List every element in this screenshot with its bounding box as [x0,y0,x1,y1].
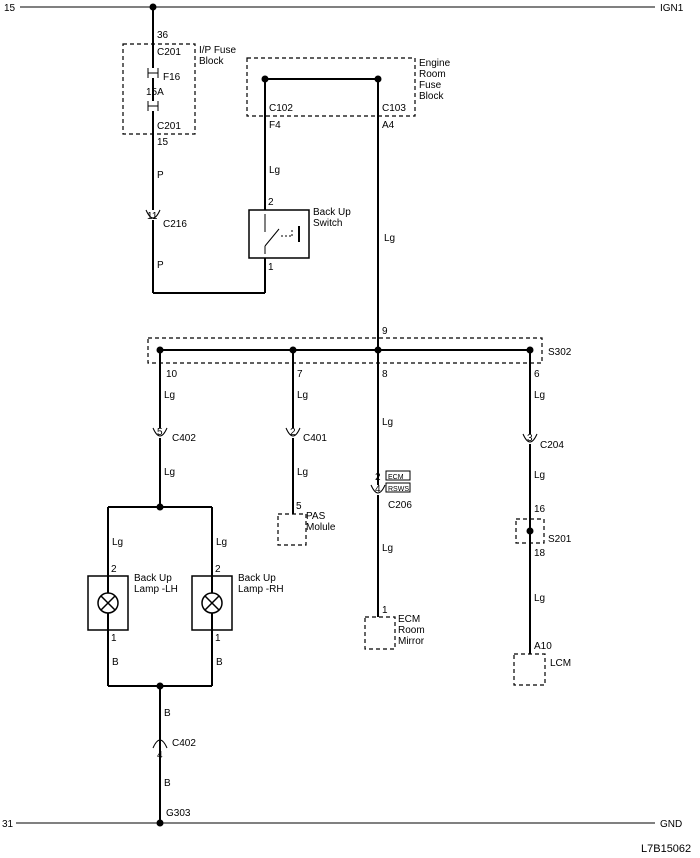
lamp-icon [201,592,223,614]
svg-text:11: 11 [147,211,158,222]
svg-text:A4: A4 [382,120,395,131]
svg-text:F16: F16 [163,72,181,83]
svg-text:C201: C201 [157,121,181,132]
svg-text:16: 16 [534,504,546,515]
svg-text:F4: F4 [269,120,281,131]
wire-color-label: Lg [384,233,395,244]
ip-fuse-block: 36 C201 F16 15A C201 15 I/P Fuse Block [122,3,236,210]
svg-text:1: 1 [382,605,388,616]
wire-color-label: B [164,708,171,719]
pas-module: 5 PAS Molule [277,501,335,546]
svg-text:GND: GND [660,819,682,830]
svg-text:8: 8 [382,369,388,380]
ground-rail: 31 GND [2,819,682,830]
backup-lamp-rh: 2 1 Back Up Lamp -RH [191,564,284,686]
wire-color-label: Lg [269,165,280,176]
svg-text:S302: S302 [548,347,572,358]
wire-color-label: P [157,170,164,181]
svg-text:C103: C103 [382,103,406,114]
switch-icon [264,214,300,254]
power-rail: 15 IGN1 [4,3,684,14]
wire-color-label: B [112,657,119,668]
lamp-icon [97,592,119,614]
fuse-icon [147,68,159,111]
svg-text:9: 9 [382,326,388,337]
wire-color-label: P [157,260,164,271]
svg-text:10: 10 [166,369,178,380]
svg-text:C204: C204 [540,440,564,451]
wire-color-label: Lg [164,467,175,478]
ground-g303: G303 [156,808,191,827]
wire-color-label: Lg [382,543,393,554]
svg-text:6: 6 [534,369,540,380]
svg-text:31: 31 [2,819,14,830]
svg-text:5: 5 [296,501,302,512]
svg-text:2: 2 [215,564,221,575]
svg-text:1: 1 [111,633,117,644]
connector-c204: 3 C204 [522,433,564,451]
svg-text:15A: 15A [146,87,164,98]
svg-text:2: 2 [290,427,296,438]
svg-text:C216: C216 [163,219,187,230]
svg-text:2: 2 [268,197,274,208]
wire-color-label: Lg [534,390,545,401]
svg-text:ECM: ECM [388,474,404,481]
svg-text:2: 2 [111,564,117,575]
wire-color-label: Lg [216,537,227,548]
wire-color-label: Lg [534,593,545,604]
splice-s302: S302 9 10 7 8 6 [147,326,572,380]
connector-c401: 2 C401 [285,427,327,444]
wire-color-label: Lg [297,390,308,401]
wire-color-label: Lg [297,467,308,478]
svg-text:G303: G303 [166,808,191,819]
svg-text:3: 3 [527,433,533,444]
wire-color-label: Lg [112,537,123,548]
svg-text:C102: C102 [269,103,293,114]
svg-text:C402: C402 [172,433,196,444]
svg-text:A10: A10 [534,641,552,652]
backup-lamp-lh: 2 1 Back Up Lamp -LH [87,564,178,686]
svg-text:RSWS: RSWS [388,486,409,493]
engine-room-fuse-block: C102 F4 C103 A4 Engine Room Fuse Block [246,57,450,350]
svg-text:IGN1: IGN1 [660,3,684,14]
lcm-module: A10 LCM [513,641,571,686]
svg-text:18: 18 [534,548,546,559]
svg-text:C402: C402 [172,738,196,749]
svg-text:1: 1 [215,633,221,644]
wire-color-label: Lg [164,390,175,401]
svg-text:LCM: LCM [550,658,571,669]
connector-c216: 11 C216 [145,209,187,293]
splice-s201: 16 18 S201 [515,504,572,559]
svg-text:4: 4 [375,484,381,495]
backup-switch: 2 1 Back Up Switch [248,197,351,293]
connector-c206: 2 4 ECM RSWS C206 [370,470,412,511]
svg-text:5: 5 [157,427,163,438]
wire-color-label: B [216,657,223,668]
svg-text:1: 1 [268,262,274,273]
svg-text:C206: C206 [388,500,412,511]
wire-color-label: B [164,778,171,789]
svg-text:S201: S201 [548,534,572,545]
wire-color-label: Lg [382,417,393,428]
figure-code: L7B15062 [641,843,691,855]
svg-text:2: 2 [375,472,381,483]
svg-text:C401: C401 [303,433,327,444]
svg-text:36: 36 [157,30,169,41]
ecm-room-mirror: 1 ECM Room Mirror [364,605,425,650]
svg-text:15: 15 [4,3,16,14]
svg-text:C201: C201 [157,47,181,58]
svg-text:7: 7 [297,369,303,380]
connector-c402-top: 5 C402 [152,427,196,444]
wire-color-label: Lg [534,470,545,481]
svg-text:15: 15 [157,137,169,148]
